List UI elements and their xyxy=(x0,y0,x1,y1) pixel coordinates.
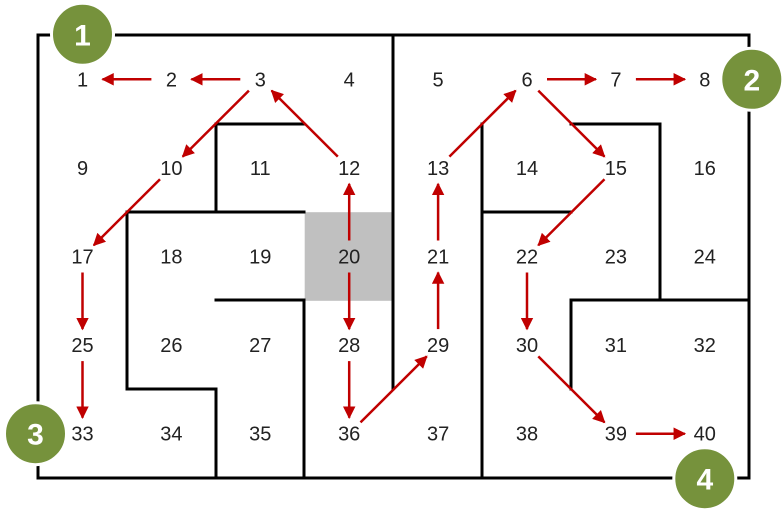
cell-label: 30 xyxy=(516,335,538,357)
cell-label: 9 xyxy=(77,158,88,180)
corner-badge: 2 xyxy=(719,46,784,112)
cell-label: 1 xyxy=(77,69,88,91)
path-arrow xyxy=(537,355,606,424)
cell-label: 4 xyxy=(344,69,355,91)
badge-circle xyxy=(719,46,784,112)
cell-label: 22 xyxy=(516,247,538,269)
cell-label: 17 xyxy=(71,247,93,269)
corner-badge: 3 xyxy=(3,401,68,467)
cell-label: 35 xyxy=(249,424,271,446)
cell-label: 32 xyxy=(694,335,716,357)
badge-label: 2 xyxy=(743,64,760,97)
cell-label: 19 xyxy=(249,247,271,269)
path-arrow xyxy=(270,89,339,158)
cell-label: 34 xyxy=(160,424,182,446)
path-arrow xyxy=(92,178,161,247)
path-arrow xyxy=(181,89,250,158)
badge-circle xyxy=(3,401,68,467)
path-arrow xyxy=(537,178,606,247)
badge-label: 1 xyxy=(74,19,91,52)
path-arrow xyxy=(448,89,517,158)
cell-label: 36 xyxy=(338,424,360,446)
cell-label: 5 xyxy=(433,69,444,91)
cell-label: 10 xyxy=(160,158,182,180)
cell-label: 29 xyxy=(427,335,449,357)
cell-label: 38 xyxy=(516,424,538,446)
cell-label: 40 xyxy=(694,424,716,446)
cell-label: 25 xyxy=(71,335,93,357)
cell-label: 37 xyxy=(427,424,449,446)
cell-label: 13 xyxy=(427,158,449,180)
badge-label: 3 xyxy=(27,419,44,452)
cell-label: 28 xyxy=(338,335,360,357)
cell-label: 11 xyxy=(250,158,271,180)
badge-circle xyxy=(50,1,115,67)
cell-label: 39 xyxy=(605,424,627,446)
cell-label: 8 xyxy=(699,69,710,91)
corner-badge: 1 xyxy=(50,1,115,67)
cell-label: 16 xyxy=(694,158,716,180)
path-arrow xyxy=(359,355,428,424)
cell-label: 21 xyxy=(427,247,449,269)
path-arrows xyxy=(76,73,687,440)
cell-label: 18 xyxy=(160,247,182,269)
cell-label: 15 xyxy=(605,158,627,180)
cell-label: 7 xyxy=(610,69,621,91)
cell-label: 23 xyxy=(605,247,627,269)
badge-label: 4 xyxy=(696,464,713,497)
cell-label: 26 xyxy=(160,335,182,357)
outer-wall xyxy=(36,33,751,480)
maze-walls xyxy=(36,33,751,480)
cell-label: 12 xyxy=(338,158,360,180)
cell-label: 27 xyxy=(249,335,271,357)
cell-label: 20 xyxy=(338,247,360,269)
cell-label: 6 xyxy=(521,69,532,91)
cell-label: 14 xyxy=(516,158,538,180)
path-arrow xyxy=(537,89,606,158)
corner-badge: 4 xyxy=(672,446,738,510)
cell-label: 24 xyxy=(694,247,716,269)
cell-label: 31 xyxy=(605,335,627,357)
cell-label: 33 xyxy=(71,424,93,446)
cell-label: 2 xyxy=(166,69,177,91)
cell-label: 3 xyxy=(255,69,266,91)
